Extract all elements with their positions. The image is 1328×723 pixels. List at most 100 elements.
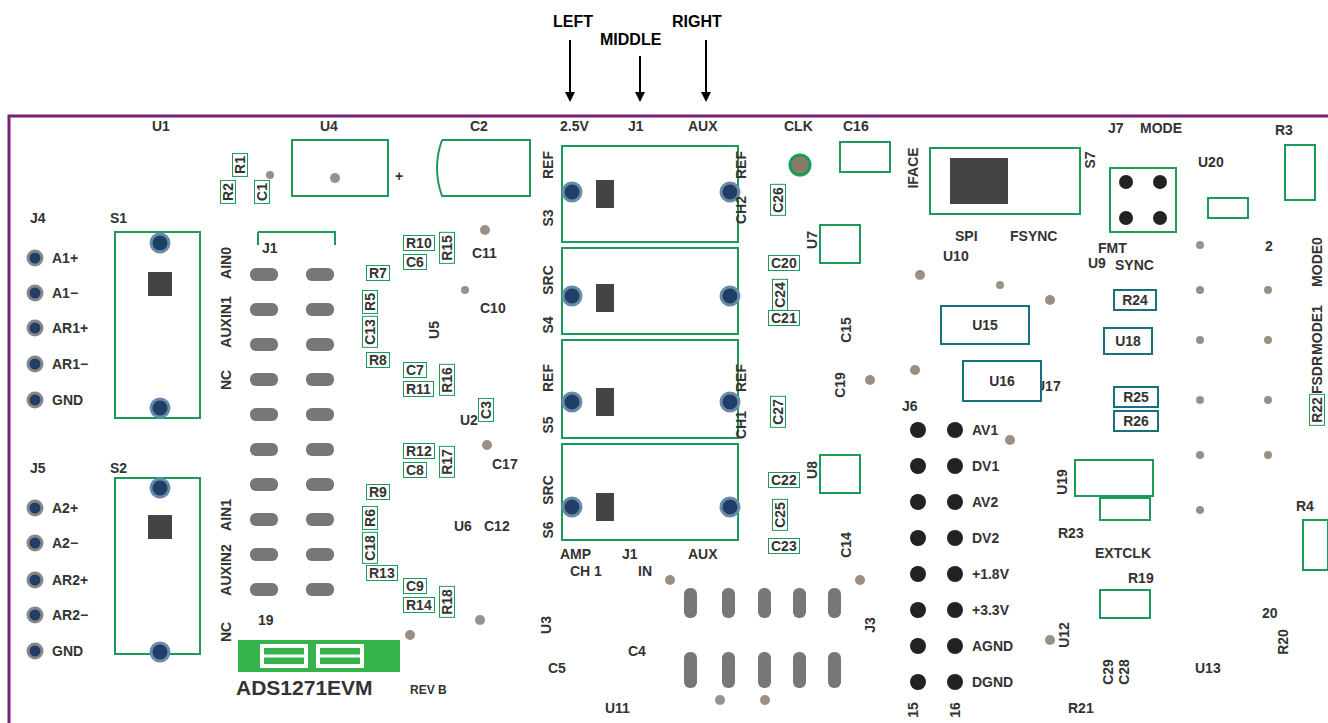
silkscreen-label: REV B: [410, 683, 447, 698]
silkscreen-label: R18: [439, 586, 455, 618]
silkscreen-label: FSDR: [1309, 356, 1325, 394]
silkscreen-label: R4: [1296, 498, 1314, 514]
silkscreen-label: FMT: [1098, 240, 1127, 256]
silkscreen-label: A2+: [52, 500, 78, 516]
silkscreen-label: C23: [768, 538, 800, 554]
silkscreen-label: R7: [366, 265, 390, 281]
silkscreen-label: U6: [454, 518, 472, 534]
silkscreen-label: R19: [1128, 570, 1154, 586]
silkscreen-label: CLK: [784, 118, 813, 134]
switches: [148, 158, 1008, 661]
silkscreen-label: DV2: [972, 530, 999, 546]
silkscreen-label: J1: [262, 240, 278, 256]
reference-designator: R26: [1123, 413, 1149, 429]
silkscreen-label: C8: [403, 462, 427, 478]
silkscreen-label: 2: [1265, 238, 1273, 254]
silkscreen-label: R21: [1068, 700, 1094, 716]
silkscreen-label: C14: [838, 532, 854, 558]
silkscreen-label: AUX: [688, 546, 718, 562]
silkscreen-label: R17: [439, 446, 455, 478]
silkscreen-label: C6: [403, 254, 427, 270]
silkscreen-label: AV2: [972, 494, 998, 510]
silkscreen-label: U19: [1054, 469, 1070, 495]
silkscreen-label: 19: [258, 612, 274, 628]
silkscreen-label: SYNC: [1115, 257, 1154, 273]
silkscreen-label: U7: [804, 231, 820, 249]
silkscreen-label: IN: [638, 563, 652, 579]
silkscreen-label: ADS1271EVM: [236, 676, 373, 700]
silkscreen-label: +: [395, 168, 403, 184]
silkscreen-label: U12: [1056, 622, 1072, 648]
reference-designator: U18: [1115, 333, 1141, 349]
silkscreen-label: 20: [1262, 605, 1278, 621]
component-box: U18: [1103, 327, 1153, 355]
silkscreen-label: DGND: [972, 674, 1013, 690]
pointer-arrows: [570, 40, 706, 100]
silkscreen-label: U8: [804, 461, 820, 479]
silkscreen-label: J1: [622, 546, 638, 562]
silkscreen-label: MODE: [1140, 120, 1182, 136]
silkscreen-label: C4: [628, 643, 646, 659]
component-box: U16: [962, 360, 1042, 402]
silkscreen-label: NC: [218, 370, 234, 390]
silkscreen-label: R13: [366, 565, 398, 581]
silkscreen-label: 15: [905, 702, 921, 718]
silkscreen-label: AMP: [560, 546, 591, 562]
silkscreen-label: U11: [605, 700, 630, 716]
silkscreen-label: U3: [538, 616, 554, 634]
silkscreen-label: RIGHT: [672, 12, 722, 31]
silkscreen-label: C19: [832, 372, 848, 398]
clk-test-point: [790, 155, 810, 175]
silkscreen-label: U10: [943, 248, 969, 264]
silkscreen-label: U4: [320, 118, 338, 134]
silkscreen-label: U5: [426, 321, 442, 339]
silkscreen-label: C12: [484, 518, 510, 534]
silkscreen-label: AR1+: [52, 320, 88, 336]
component-box: R24: [1113, 289, 1157, 311]
silkscreen-label: IFACE: [905, 147, 921, 188]
connector-pins: [28, 175, 1167, 690]
silkscreen-label: C29: [1100, 659, 1116, 685]
silkscreen-label: R20: [1275, 629, 1291, 655]
bb-logo: [238, 640, 400, 672]
silkscreen-label: R14: [403, 597, 435, 613]
silkscreen-label: R8: [366, 352, 390, 368]
reference-designator: R24: [1122, 292, 1148, 308]
silkscreen-label: C7: [403, 362, 427, 378]
silkscreen-label: C1: [254, 180, 270, 204]
silkscreen-label: U2: [460, 412, 478, 428]
silkscreen-label: S5: [540, 416, 556, 433]
silkscreen-label: R5: [362, 290, 378, 314]
silkscreen-label: R1: [232, 153, 248, 177]
component-box: R26: [1113, 410, 1159, 432]
silkscreen-label: C25: [772, 499, 788, 531]
silkscreen-label: REF: [733, 364, 749, 392]
silkscreen-label: S6: [540, 521, 556, 538]
silkscreen-label: AUXIN2: [218, 544, 234, 595]
silkscreen-label: R3: [1275, 122, 1293, 138]
silkscreen-label: U20: [1198, 154, 1224, 170]
silkscreen-label: +1.8V: [972, 566, 1009, 582]
silkscreen-label: AUXIN1: [218, 296, 234, 347]
component-outlines: [115, 140, 1328, 654]
silkscreen-label: EXTCLK: [1095, 545, 1151, 561]
silkscreen-label: R2: [220, 180, 236, 204]
silkscreen-label: AR2+: [52, 572, 88, 588]
silkscreen-label: C11: [472, 245, 497, 261]
silkscreen-label: A1+: [52, 250, 78, 266]
silkscreen-label: C5: [548, 660, 566, 676]
board-outline: [9, 116, 1328, 723]
silkscreen-label: C13: [362, 316, 378, 348]
silkscreen-label: C26: [770, 184, 786, 216]
silkscreen-label: R23: [1058, 525, 1084, 541]
silkscreen-label: R11: [403, 381, 434, 397]
silkscreen-label: C27: [770, 396, 786, 428]
silkscreen-label: REF: [540, 364, 556, 392]
silkscreen-label: C17: [492, 456, 518, 472]
silkscreen-label: C10: [480, 300, 506, 316]
silkscreen-label: AUX: [688, 118, 718, 134]
silkscreen-label: AGND: [972, 638, 1013, 654]
silkscreen-label: A2−: [52, 535, 78, 551]
vias: [266, 171, 1272, 705]
